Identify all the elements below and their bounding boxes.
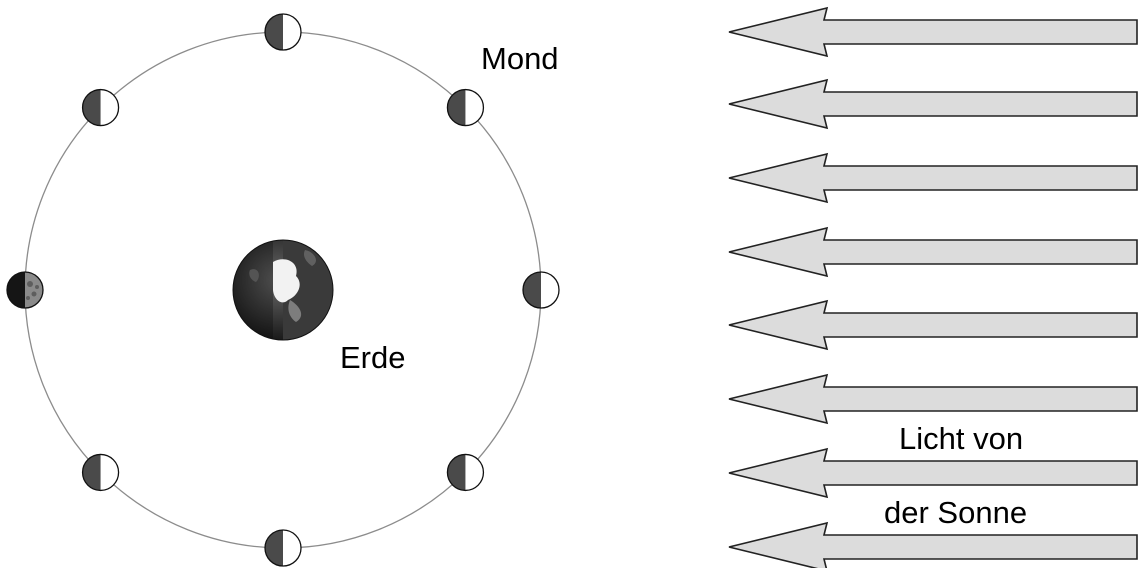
sunlight-label-line2: der Sonne — [884, 495, 1028, 530]
sunlight-arrow-icon — [728, 152, 1138, 204]
moon-label: Mond — [481, 41, 559, 76]
moon-phase-icon — [264, 13, 302, 51]
sunlight-arrow-icon — [728, 78, 1138, 130]
sunlight-arrow-icon — [728, 6, 1138, 58]
moon-phase-icon — [446, 453, 485, 492]
moon-phase-icon — [264, 529, 302, 567]
sunlight-arrow-icon — [728, 299, 1138, 351]
sunlight-arrow-icon — [728, 373, 1138, 425]
moon-phase-icon — [6, 271, 44, 309]
sunlight-arrow-icon — [728, 447, 1138, 499]
moon-phase-icon — [81, 88, 120, 127]
moon-phase-icon — [81, 453, 120, 492]
moon-phase-icon — [446, 88, 485, 127]
sunlight-arrow-icon — [728, 226, 1138, 278]
sunlight-label-line1: Licht von — [899, 421, 1024, 456]
earth-label: Erde — [340, 340, 406, 375]
earth-globe-icon — [232, 239, 334, 341]
moon-phase-icon — [522, 271, 560, 309]
